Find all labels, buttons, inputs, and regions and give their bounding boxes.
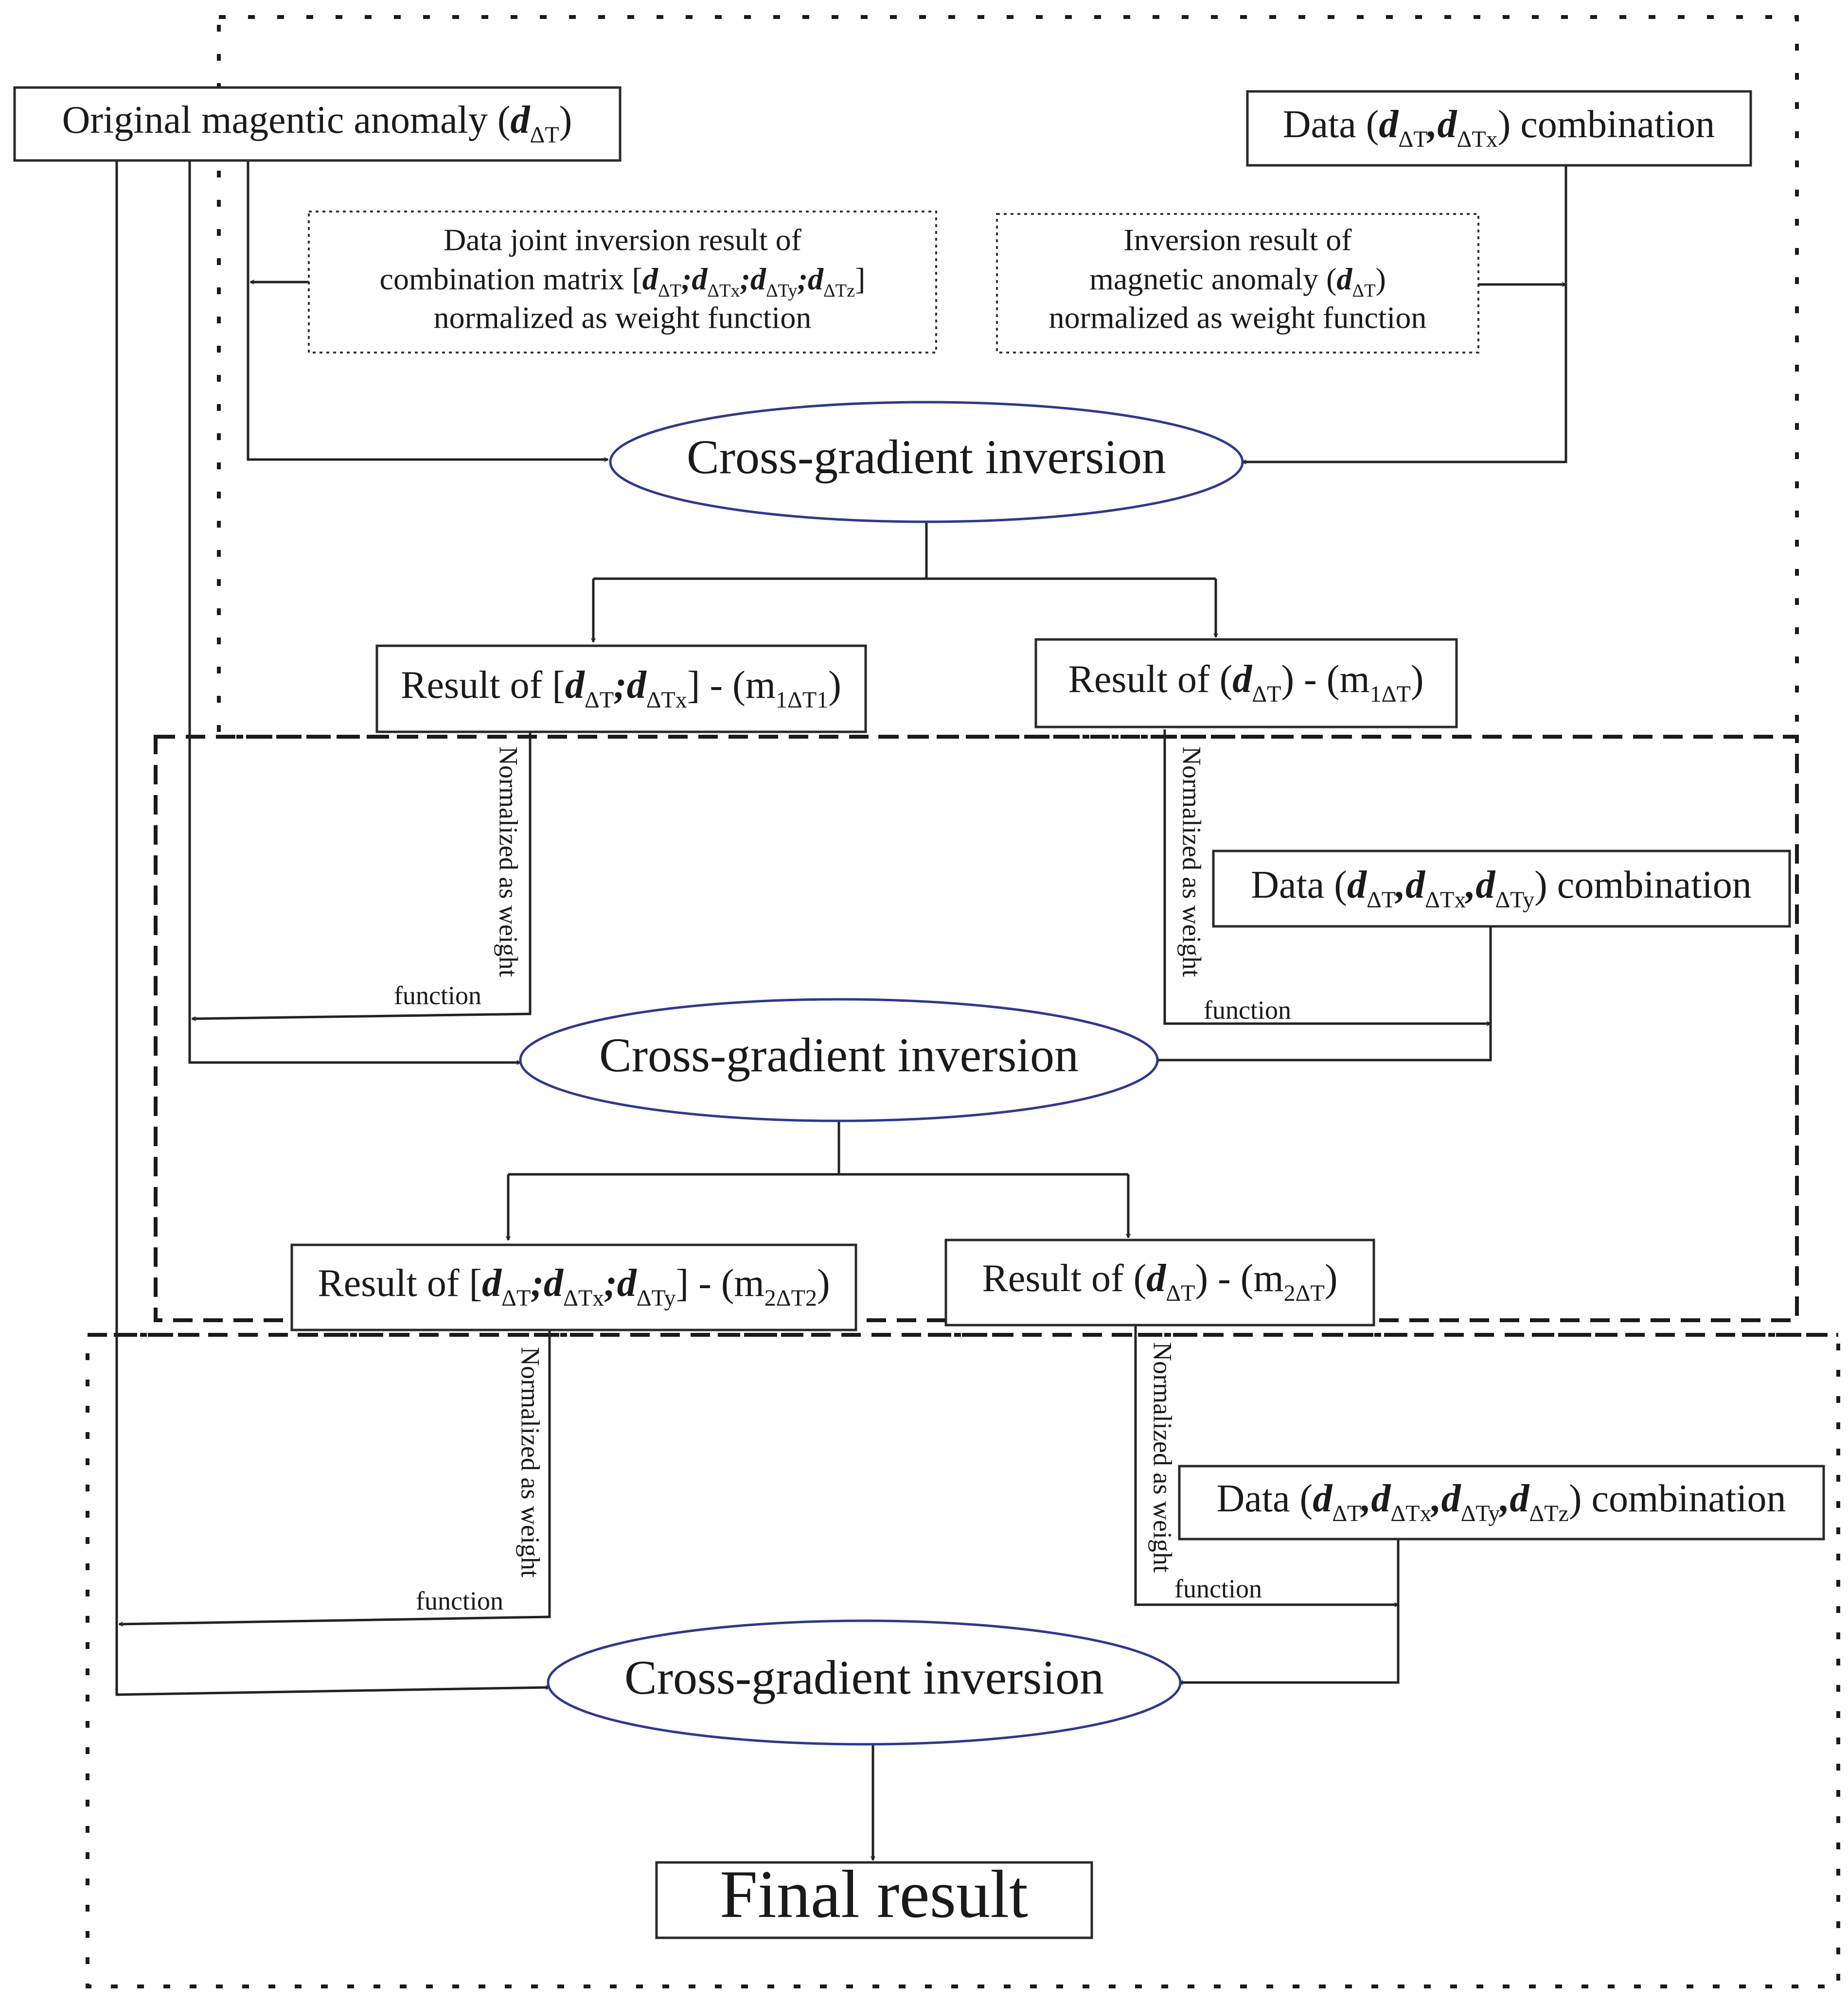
data-combination-1-box: Data (dΔT,dΔTx) combination — [1246, 90, 1752, 167]
result-left-1-box: Result of [dΔT;dΔTx] - (m1ΔT1) — [375, 644, 867, 733]
stage-3-region — [86, 1333, 1840, 1988]
line-data1-to-inversion1 — [1243, 165, 1567, 462]
label-function-left-3: function — [416, 1586, 503, 1615]
svg-text:magnetic anomaly (dΔT): magnetic anomaly (dΔT) — [1089, 262, 1386, 301]
svg-text:Data joint inversion result of: Data joint inversion result of — [444, 223, 802, 257]
svg-text:Inversion result of: Inversion result of — [1123, 223, 1352, 257]
path-result-right2-normalized — [1134, 1323, 1398, 1605]
line-data2-to-inversion2 — [1155, 924, 1492, 1060]
label-function-right-3: function — [1174, 1574, 1262, 1603]
svg-text:Cross-gradient inversion: Cross-gradient inversion — [599, 1028, 1079, 1082]
label-normalized-right-2: Normalized as weight — [1177, 746, 1207, 977]
trunk-original-to-inversion2 — [188, 160, 520, 1063]
label-normalized-left-2: Normalized as weight — [494, 746, 523, 977]
data-combination-2-box: Data (dΔT,dΔTx,dΔTy) combination — [1212, 850, 1791, 928]
result-left-2-box: Result of [dΔT;dΔTx;dΔTy] - (m2ΔT2) — [290, 1243, 857, 1331]
split-inversion1 — [593, 520, 1216, 580]
cross-gradient-inversion-1: Cross-gradient inversion — [609, 401, 1244, 523]
weight-function-right-box: Inversion result of magnetic anomaly (dΔ… — [996, 213, 1479, 354]
path-result-left2-normalized — [119, 1328, 551, 1624]
svg-text:Data (dΔT,dΔTx,dΔTy) combinati: Data (dΔT,dΔTx,dΔTy) combination — [1251, 864, 1751, 912]
line-data3-to-inversion3 — [1179, 1539, 1400, 1683]
final-result-box: Final result — [655, 1857, 1093, 1939]
svg-text:combination matrix [dΔT;dΔTx;d: combination matrix [dΔT;dΔTx;dΔTy;dΔTz] — [380, 262, 866, 301]
svg-text:normalized as weight function: normalized as weight function — [1049, 301, 1427, 335]
path-result-left1-normalized — [192, 729, 532, 1019]
svg-text:Cross-gradient inversion: Cross-gradient inversion — [624, 1650, 1104, 1704]
label-function-right-2: function — [1204, 995, 1291, 1025]
svg-text:Original magentic anomaly (dΔT: Original magentic anomaly (dΔT) — [62, 99, 572, 147]
cross-gradient-inversion-3: Cross-gradient inversion — [547, 1619, 1182, 1746]
trunk-original-to-inversion3 — [115, 160, 550, 1696]
data-combination-3-box: Data (dΔT,dΔTx,dΔTy,dΔTz) combination — [1178, 1465, 1825, 1541]
label-normalized-left-3: Normalized as weight — [516, 1347, 545, 1577]
svg-text:Data (dΔT,dΔTx) combination: Data (dΔT,dΔTx) combination — [1283, 103, 1715, 152]
svg-text:Cross-gradient inversion: Cross-gradient inversion — [687, 430, 1166, 484]
trunk-original-to-inversion1 — [247, 160, 608, 460]
svg-text:Data (dΔT,dΔTx,dΔTy,dΔTz) comb: Data (dΔT,dΔTx,dΔTy,dΔTz) combination — [1217, 1477, 1786, 1526]
split-inversion2 — [508, 1118, 1128, 1176]
svg-text:Result of (dΔT) - (m2ΔT): Result of (dΔT) - (m2ΔT) — [982, 1257, 1338, 1306]
svg-text:Result of [dΔT;dΔTx;dΔTy] - (m: Result of [dΔT;dΔTx;dΔTy] - (m2ΔT2) — [318, 1262, 830, 1311]
result-right-2-box: Result of (dΔT) - (m2ΔT) — [944, 1239, 1375, 1327]
label-function-left-2: function — [394, 981, 481, 1010]
weight-function-left-box: Data joint inversion result of combinati… — [308, 211, 937, 354]
cross-gradient-inversion-2: Cross-gradient inversion — [519, 998, 1159, 1122]
result-right-1-box: Result of (dΔT) - (m1ΔT) — [1034, 638, 1458, 728]
svg-text:Final result: Final result — [720, 1857, 1028, 1932]
svg-text:normalized as weight function: normalized as weight function — [434, 301, 812, 335]
original-anomaly-box: Original magentic anomaly (dΔT) — [13, 86, 622, 162]
path-result-right1-normalized — [1163, 729, 1491, 1024]
label-normalized-right-3: Normalized as weight — [1148, 1342, 1177, 1573]
svg-text:Result of [dΔT;dΔTx] - (m1ΔT1): Result of [dΔT;dΔTx] - (m1ΔT1) — [401, 664, 841, 712]
stage-1-region — [217, 15, 1799, 739]
svg-text:Result of (dΔT) - (m1ΔT): Result of (dΔT) - (m1ΔT) — [1068, 658, 1424, 707]
